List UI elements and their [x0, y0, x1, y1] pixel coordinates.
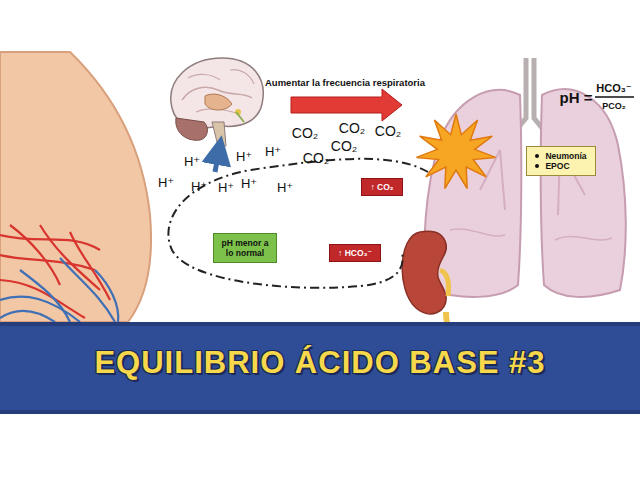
vein: [60, 258, 115, 322]
banner-edge: [0, 410, 640, 414]
hydrogen-ion: H⁺: [218, 181, 234, 195]
co2-molecule: CO₂: [339, 121, 365, 136]
text-row: ↑ HCO₃⁻: [338, 248, 372, 258]
hydrogen-ion: H⁺: [241, 177, 257, 191]
vein: [20, 270, 70, 322]
banner-edge: [0, 322, 640, 326]
formula-text: HCO₃⁻: [596, 82, 631, 94]
text-row: ↑ CO₂: [370, 182, 393, 192]
cause-box: NeumoníaEPOC: [526, 146, 595, 176]
node-text: ↑ CO₂: [370, 182, 393, 192]
bullet-dot: [535, 164, 539, 168]
artery: [40, 225, 100, 290]
fraction-bar: [595, 96, 634, 98]
brain: [171, 58, 263, 146]
hydrogen-ion: H⁺: [236, 150, 252, 164]
kidney: [402, 231, 456, 330]
banner: [0, 322, 640, 414]
blood-vessels: [0, 225, 118, 322]
hydrogen-ion: H⁺: [277, 181, 293, 195]
skin-shape: [0, 52, 151, 322]
increase-box: ↑ HCO₃⁻: [329, 244, 381, 262]
hydrogen-ion: H⁺: [265, 145, 281, 159]
artery: [0, 235, 100, 250]
hydrogen-ion: H⁺: [191, 180, 207, 194]
node-text: EPOC: [545, 161, 569, 171]
formula-text: pH =: [560, 90, 593, 107]
formula-text: PCO₂: [602, 102, 626, 112]
text-row: Neumonía: [535, 151, 586, 161]
starburst: [417, 114, 496, 189]
node-text: pH menor a lo normal: [219, 238, 271, 258]
vein: [95, 270, 118, 322]
red-arrow: [291, 89, 402, 121]
up-arrow: [215, 150, 219, 172]
text-row: pH menor a lo normal: [219, 238, 271, 258]
lungs: [425, 58, 626, 297]
title: EQUILIBRIO ÁCIDO BASE #3: [0, 345, 640, 381]
ph-box: pH menor a lo normal: [213, 233, 277, 263]
bullet-dot: [535, 154, 539, 158]
co2-molecule: CO₂: [303, 151, 329, 166]
increase-box: ↑ CO₂: [361, 178, 402, 196]
co2-molecule: CO₂: [375, 124, 401, 139]
node-text: ↑ HCO₃⁻: [338, 248, 372, 258]
artery: [10, 225, 60, 285]
co2-molecule: CO₂: [331, 139, 357, 154]
co2-molecule: CO₂: [292, 126, 318, 141]
hydrogen-ion: H⁺: [158, 176, 174, 190]
arrow-caption: Aumentar la frecuencia respiratoria: [265, 78, 425, 88]
node-text: Neumonía: [545, 151, 586, 161]
vein: [0, 311, 55, 322]
hydrogen-ion: H⁺: [184, 155, 200, 169]
text-row: EPOC: [535, 161, 586, 171]
dash-dot-loop: [168, 159, 428, 288]
